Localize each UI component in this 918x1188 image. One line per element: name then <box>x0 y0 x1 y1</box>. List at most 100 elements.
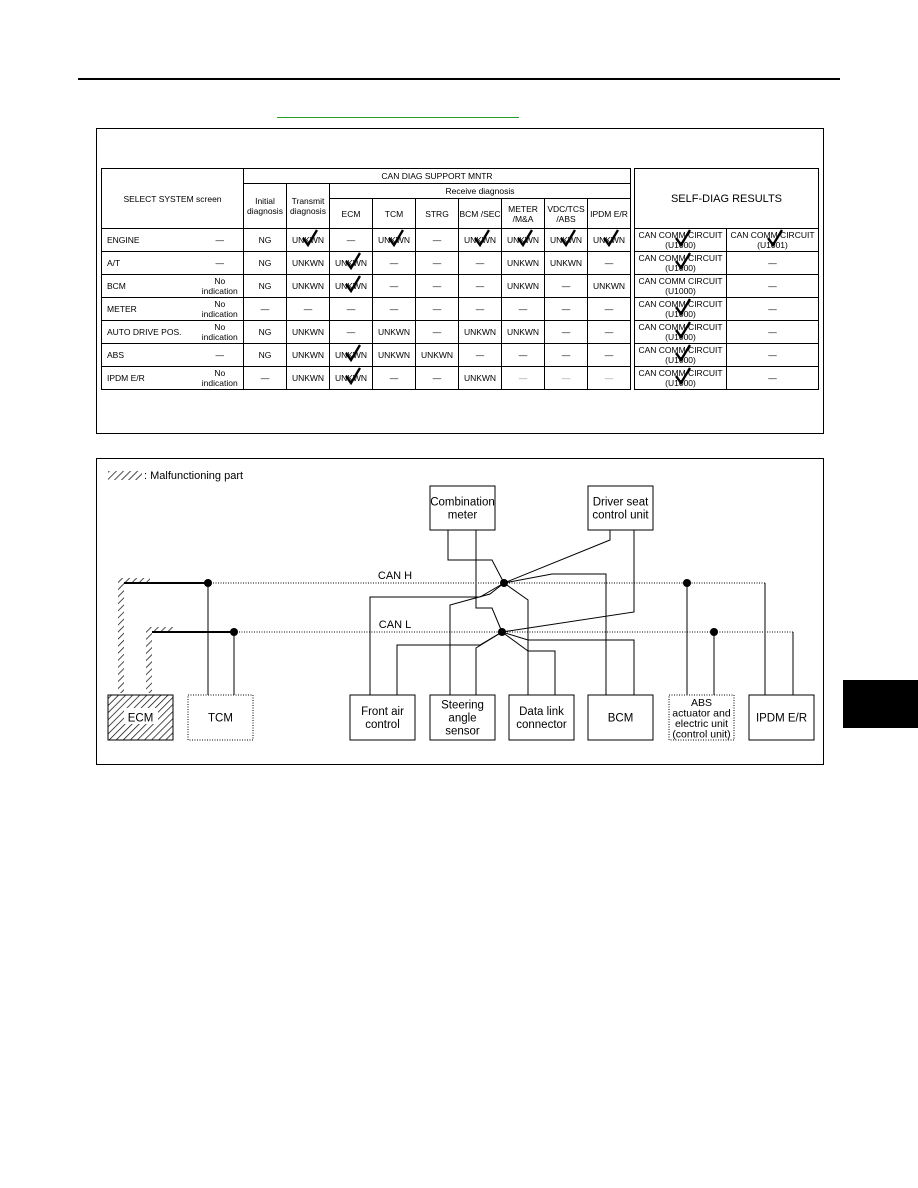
cell-text: — <box>389 281 399 291</box>
cell-text: UNKWN <box>549 235 583 245</box>
check-mark-icon <box>345 252 361 270</box>
receive-cell: — <box>544 320 588 344</box>
section-tab <box>843 680 918 728</box>
check-mark-icon <box>302 229 318 247</box>
cell-text: — <box>389 258 399 268</box>
cell-text: NG <box>258 258 272 268</box>
self-diag-cell: — <box>726 320 819 344</box>
check-mark-icon <box>345 367 361 385</box>
receive-cell: — <box>544 366 588 390</box>
receive-cell: UNKWN <box>372 228 416 252</box>
cell-text: UNKWN <box>291 327 325 337</box>
cell-text: — <box>768 327 777 337</box>
cell-text: UNKWN <box>334 281 368 291</box>
self-diag-cell: CAN COMM CIRCUIT (U1000) <box>634 366 727 390</box>
cell-text: — <box>215 350 225 360</box>
check-mark-icon <box>766 229 783 247</box>
cell-text: UNKWN <box>592 235 626 245</box>
indication-cell: No indication <box>196 320 244 344</box>
cell-text: — <box>604 258 614 268</box>
cell-text: UNKWN <box>291 235 325 245</box>
cell-text: A/T <box>107 258 121 268</box>
receive-cell: UNKWN <box>501 274 545 298</box>
check-mark-icon <box>603 229 619 247</box>
cell-text: — <box>432 373 442 383</box>
cell-text: No indication <box>201 299 238 319</box>
cell-text: NG <box>258 281 272 291</box>
reference-link-underline[interactable] <box>277 117 519 118</box>
system-name-cell: IPDM E/R <box>101 366 197 390</box>
receive-cell: — <box>372 251 416 275</box>
cell-text: UNKWN <box>291 258 325 268</box>
cell-text: NG <box>258 327 272 337</box>
cell-text: — <box>768 258 777 268</box>
receive-cell: UNKWN <box>501 228 545 252</box>
cell-text: UNKWN <box>377 327 411 337</box>
can-l-label: CAN L <box>379 619 411 631</box>
receive-cell: UNKWN <box>458 366 502 390</box>
self-diag-cell: CAN COMM CIRCUIT (U1000) <box>634 297 727 321</box>
cell-text: No indication <box>201 322 238 342</box>
can-h-label: CAN H <box>378 570 412 582</box>
legend-hatch-swatch <box>108 471 142 480</box>
steering-box <box>429 694 496 741</box>
cell-text: UNKWN <box>463 235 497 245</box>
cell-text: — <box>475 281 485 291</box>
self-diag-cell: CAN COMM CIRCUIT (U1000) <box>634 251 727 275</box>
abs-label: actuator and <box>672 707 731 719</box>
indication-cell: No indication <box>196 366 244 390</box>
cell-text: UNKWN <box>334 373 368 383</box>
cell-text: — <box>475 258 485 268</box>
tcm-label: TCM <box>208 713 233 725</box>
cell-text: — <box>389 373 399 383</box>
system-name-cell: A/T <box>101 251 197 275</box>
cell-text: UNKWN <box>420 350 454 360</box>
check-mark-icon <box>517 229 533 247</box>
abs-can-h-dot <box>683 579 691 587</box>
ipdm-label: IPDM E/R <box>756 713 807 725</box>
receive-cell: UNKWN <box>372 320 416 344</box>
cell-text: — <box>561 350 571 360</box>
self-diag-cell: CAN COMM CIRCUIT (U1000) <box>634 320 727 344</box>
cell-text: UNKWN <box>291 350 325 360</box>
cell-text: — <box>561 373 571 383</box>
abs-label: electric unit <box>675 718 728 730</box>
can-diag-table: SELECT SYSTEM screen CAN DIAG SUPPORT MN… <box>101 168 819 390</box>
cell-text: — <box>432 235 442 245</box>
receive-cell: — <box>501 343 545 367</box>
cell-text: ABS <box>107 350 125 360</box>
receive-cell: UNKWN <box>372 343 416 367</box>
cell-text: — <box>475 304 485 314</box>
data-link-label: Data link <box>519 706 564 718</box>
receive-cell: — <box>587 251 631 275</box>
cell-text: UNKWN <box>506 235 540 245</box>
check-mark-icon <box>345 275 361 293</box>
check-mark-icon <box>674 229 691 247</box>
cell-text: — <box>346 304 356 314</box>
cell-text: — <box>768 350 777 360</box>
cell-text: — <box>604 327 614 337</box>
abs-label: ABS <box>691 697 712 709</box>
steering-label: sensor <box>445 726 480 738</box>
transmit-cell: UNKWN <box>286 366 330 390</box>
cell-text: METER <box>107 304 137 314</box>
cell-text: AUTO DRIVE POS. <box>107 327 182 337</box>
cell-text: UNKWN <box>506 258 540 268</box>
combination-meter-label: meter <box>448 510 478 522</box>
receive-cell: — <box>415 297 459 321</box>
receive-cell: — <box>458 343 502 367</box>
receive-cell: — <box>415 366 459 390</box>
cell-text: — <box>768 281 777 291</box>
cell-text: — <box>432 304 442 314</box>
cell-text: — <box>604 304 614 314</box>
indication-cell: No indication <box>196 274 244 298</box>
ipdm-box <box>748 694 815 741</box>
bcm-box <box>587 694 654 741</box>
check-mark-icon <box>388 229 404 247</box>
driver-seat-label: Driver seat <box>593 497 649 509</box>
initial-diagnosis-header: Initial diagnosis <box>243 183 287 229</box>
